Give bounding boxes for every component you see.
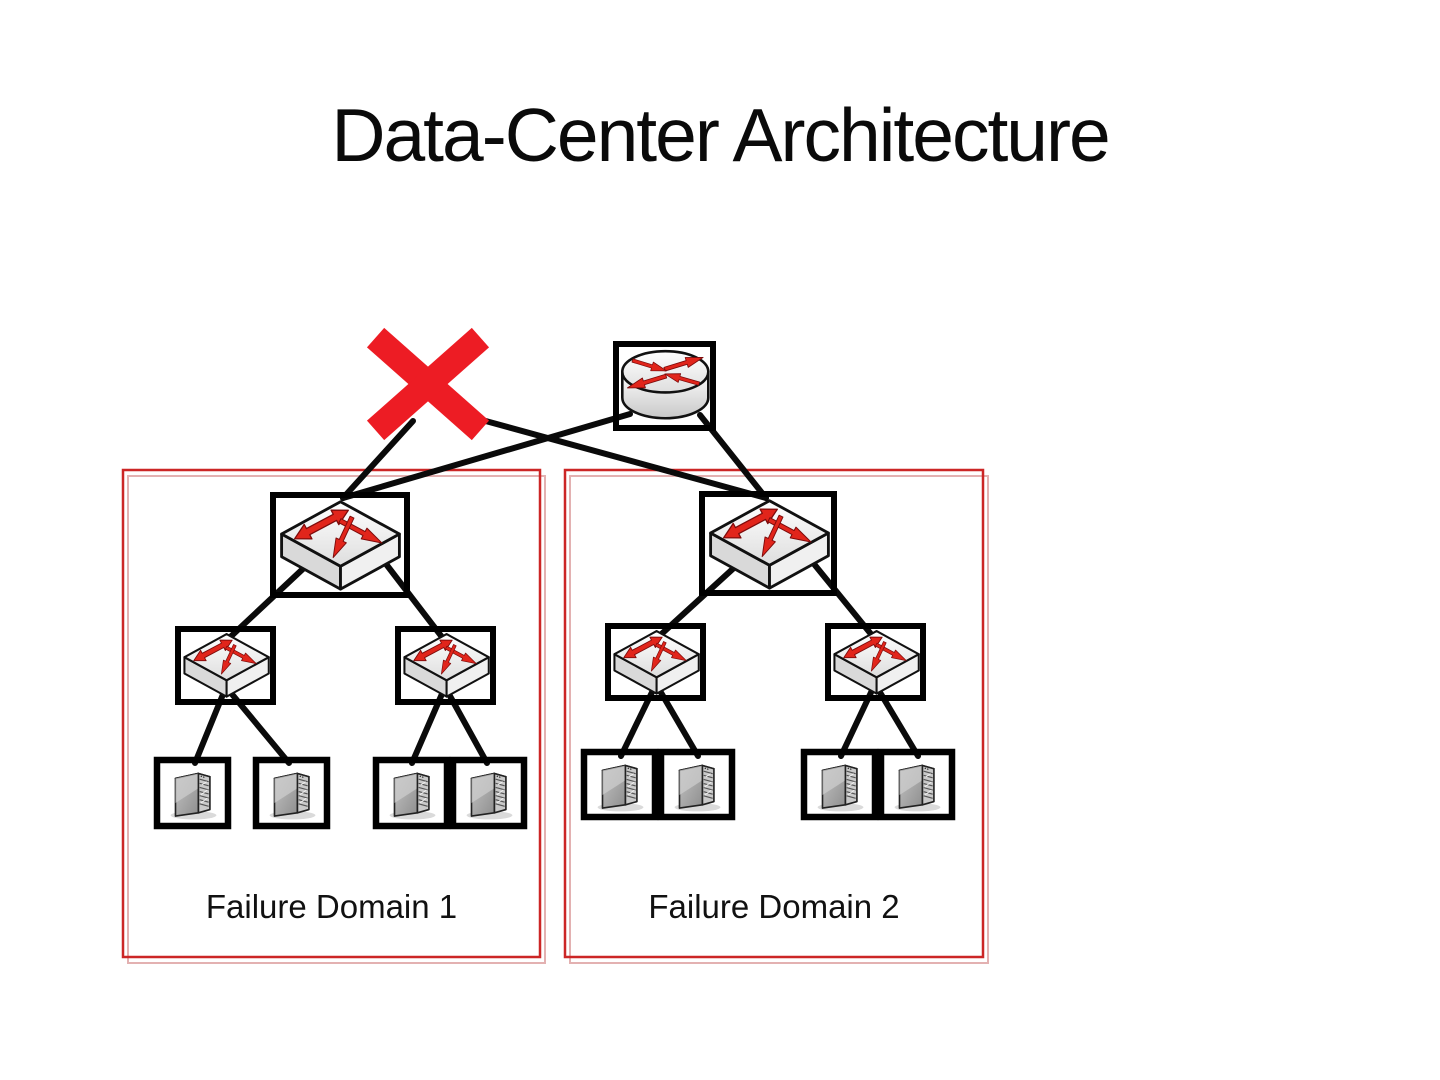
failure-domain-2-label: Failure Domain 2: [648, 888, 900, 925]
d1-edge-switch-2-icon: [404, 634, 488, 697]
d1-aggregation-switch-frame: [270, 492, 410, 598]
d2-server-1-frame: [580, 748, 659, 821]
d1-edge-switch-1-frame: [175, 626, 276, 705]
d2-server-3-frame: [800, 748, 879, 821]
d1-server-1-frame: [153, 756, 232, 830]
device-frames: [153, 341, 956, 830]
failure-domain-2-box: [563, 468, 989, 964]
failure-domain-1-label: Failure Domain 1: [205, 888, 458, 925]
d1-edge-switch-1-icon: [184, 634, 268, 697]
d1-server-2-icon: [268, 772, 317, 821]
d2-server-1-icon: [596, 764, 645, 813]
core-router-frame: [613, 341, 716, 431]
d2-server-2-frame: [657, 748, 736, 821]
d2-edge-switch-2-icon: [834, 631, 918, 694]
d1-server-4-icon: [465, 772, 514, 821]
red-x-icon: [366, 327, 490, 441]
d2-server-2-icon: [673, 764, 722, 813]
failure-domain-1-box: [121, 468, 546, 964]
network-links: [192, 411, 921, 766]
d1-server-3-frame: [372, 756, 451, 830]
slide-title: Data-Center Architecture: [331, 93, 1110, 177]
d1-server-1-icon: [169, 772, 218, 821]
d2-server-4-frame: [877, 748, 956, 821]
core-router-icon: [622, 351, 708, 418]
d1-edge-switch-2-frame: [395, 626, 496, 705]
d2-aggregation-switch-frame: [699, 491, 837, 596]
d2-server-4-icon: [893, 764, 942, 813]
d1-server-4-frame: [449, 756, 528, 830]
d2-server-3-icon: [816, 764, 865, 813]
d2-edge-switch-2-frame: [825, 623, 926, 701]
d2-edge-switch-1-frame: [605, 623, 706, 701]
d2-edge-switch-1-icon: [614, 631, 698, 694]
d1-server-3-icon: [388, 772, 437, 821]
d1-server-2-frame: [252, 756, 331, 830]
